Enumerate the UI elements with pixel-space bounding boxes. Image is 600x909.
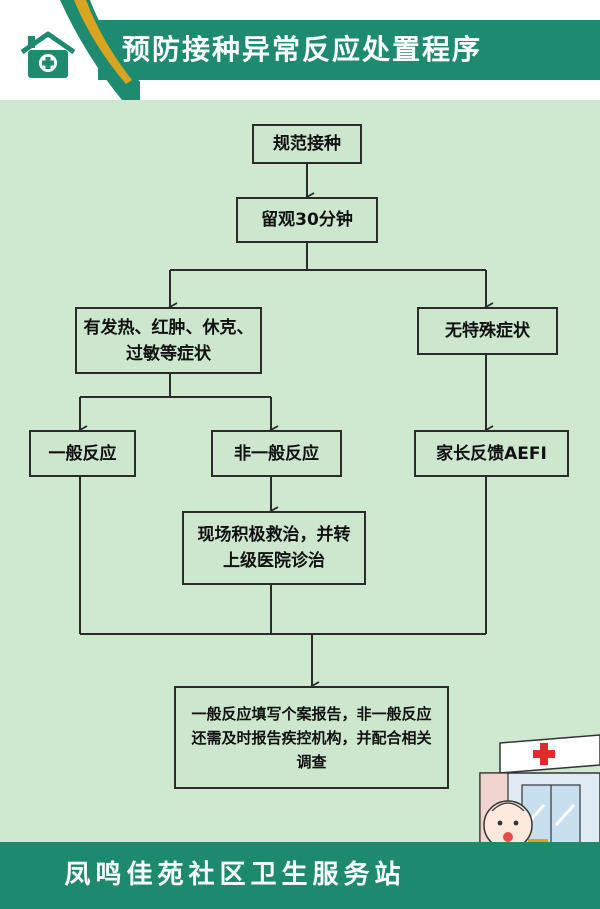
box-standard-vaccination: 规范接种	[252, 124, 362, 164]
page-title: 预防接种异常反应处置程序	[122, 33, 483, 66]
header: 预防接种异常反应处置程序	[0, 0, 600, 100]
header-band	[98, 20, 600, 80]
box-rescue: 现场积极救治，并转上级医院诊治	[182, 511, 366, 585]
box-has-symptoms: 有发热、红肿、休克、过敏等症状	[75, 307, 262, 374]
box-report: 一般反应填写个案报告，非一般反应还需及时报告疾控机构，并配合相关调查	[174, 686, 449, 789]
footer-band	[0, 842, 600, 909]
box-no-symptoms: 无特殊症状	[417, 307, 558, 355]
box-non-general-reaction: 非一般反应	[211, 430, 342, 477]
box-observe-30min: 留观30分钟	[236, 197, 378, 243]
box-parent-feedback: 家长反馈AEFI	[414, 430, 569, 477]
footer-station-name: 凤鸣佳苑社区卫生服务站	[64, 860, 406, 890]
clinic-house-icon	[20, 31, 76, 78]
box-general-reaction: 一般反应	[29, 430, 136, 477]
header-swoosh-decoration	[60, 0, 140, 100]
